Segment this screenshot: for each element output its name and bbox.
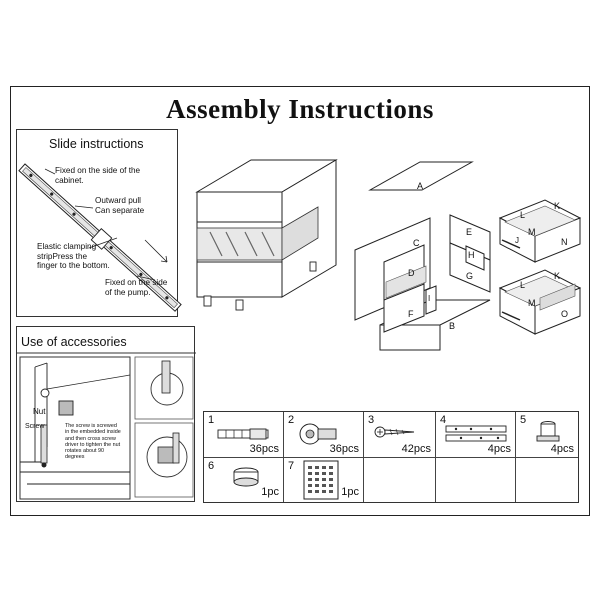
part-cell-2: 2 36pcs xyxy=(284,412,364,458)
parts-list: 1 36pcs 2 36pcs 3 42pcs xyxy=(203,411,579,503)
label-n: N xyxy=(561,237,568,247)
note-elastic-clamping: Elastic clamping stripPress the finger t… xyxy=(37,242,110,271)
label-k-top: K xyxy=(554,201,561,211)
part-number: 1 xyxy=(208,414,215,426)
part-number: 2 xyxy=(288,414,295,426)
screw-note-line-2: in the embedded inside xyxy=(65,429,121,436)
screw-note-line-1: The screw is screwed xyxy=(65,423,117,429)
part-number: 3 xyxy=(368,414,375,426)
accessories-heading: Use of accessories xyxy=(21,335,127,349)
label-h: H xyxy=(468,250,475,260)
part-number: 5 xyxy=(520,414,527,426)
panel-a xyxy=(368,161,474,191)
part-cell-6: 6 1pc xyxy=(204,458,284,502)
note-elastic-line-3: finger to the bottom. xyxy=(37,261,110,271)
part-cell-empty-2 xyxy=(436,458,516,502)
panel-h xyxy=(465,245,485,271)
note-fixed-side: Fixed on the side of the cabinet. xyxy=(55,166,140,185)
part-quantity: 1pc xyxy=(341,486,359,498)
label-d: D xyxy=(408,268,415,278)
screw-note: The screw is screwed in the embedded ins… xyxy=(65,423,121,461)
drawer-slide-icon xyxy=(445,425,507,442)
note-elastic-line-2: stripPress the xyxy=(37,251,88,261)
part-cell-empty-1 xyxy=(364,458,436,502)
slide-instructions-panel: Slide instructions Fixed on the side of … xyxy=(16,129,182,317)
note-outward-pull: Outward pull Can separate xyxy=(95,196,144,215)
part-number: 6 xyxy=(208,460,215,472)
label-f: F xyxy=(408,309,414,319)
cam-dowel-icon xyxy=(217,428,269,440)
wood-screw-icon xyxy=(374,426,415,438)
note-fixed-side-line-2: cabinet. xyxy=(55,175,84,185)
label-m-bottom: M xyxy=(528,298,536,308)
panel-i xyxy=(425,285,437,315)
part-number: 4 xyxy=(440,414,447,426)
label-c: C xyxy=(413,238,420,248)
label-o: O xyxy=(561,309,569,319)
part-number: 7 xyxy=(288,460,295,472)
screw-note-line-6: degrees xyxy=(65,454,85,461)
led-controller-icon xyxy=(233,467,259,487)
slide-instructions-heading: Slide instructions xyxy=(49,137,144,151)
instruction-sheet-frame xyxy=(10,86,590,516)
screw-note-line-4: driver to tighten the nut xyxy=(65,441,121,448)
panel-f xyxy=(383,283,425,333)
label-j: J xyxy=(515,236,519,245)
remote-control-icon xyxy=(303,460,339,500)
part-quantity: 36pcs xyxy=(329,443,359,455)
label-i: I xyxy=(428,294,431,303)
part-quantity: 4pcs xyxy=(550,443,574,455)
label-l-bottom: L xyxy=(520,280,526,290)
part-quantity: 4pcs xyxy=(487,443,511,455)
screw-label: Screw xyxy=(25,423,45,430)
label-a: A xyxy=(417,181,424,191)
note-pump-line-1: Fixed on the side xyxy=(105,278,168,287)
note-fixed-pump: Fixed on the side of the pump. xyxy=(105,278,167,297)
label-l-top: L xyxy=(520,210,526,220)
part-quantity: 36pcs xyxy=(249,443,279,455)
page-title: Assembly Instructions xyxy=(166,94,434,124)
part-quantity: 1pc xyxy=(261,486,279,498)
cam-lock-icon xyxy=(299,423,337,445)
note-elastic-line-1: Elastic clamping xyxy=(37,242,97,251)
label-k-bottom: K xyxy=(554,271,561,281)
nut-label: Nut xyxy=(33,407,46,416)
drawer-slide-diagram xyxy=(18,163,182,312)
label-e: E xyxy=(466,227,473,237)
screw-note-line-3: and then cross screw xyxy=(65,435,116,442)
part-cell-empty-3 xyxy=(516,458,578,502)
note-fixed-side-line-1: Fixed on the side of the xyxy=(55,166,141,175)
accessories-diagram xyxy=(17,352,196,500)
label-g: G xyxy=(466,271,474,281)
screw-note-line-5: rotates about 90 xyxy=(65,448,104,455)
part-cell-5: 5 4pcs xyxy=(516,412,578,458)
note-outward-line-2: Can separate xyxy=(95,205,145,215)
part-cell-3: 3 42pcs xyxy=(364,412,436,458)
note-outward-line-1: Outward pull xyxy=(95,196,141,205)
part-cell-1: 1 36pcs xyxy=(204,412,284,458)
label-b: B xyxy=(449,321,456,331)
part-quantity: 42pcs xyxy=(401,443,431,455)
part-cell-4: 4 4pcs xyxy=(436,412,516,458)
part-cell-7: 7 1pc xyxy=(284,458,364,502)
note-pump-line-2: of the pump. xyxy=(105,287,151,297)
leg-foot-icon xyxy=(536,421,560,442)
label-m-top: M xyxy=(528,227,536,237)
accessories-panel: Use of accessories Nut Screw The screw i… xyxy=(16,326,196,502)
